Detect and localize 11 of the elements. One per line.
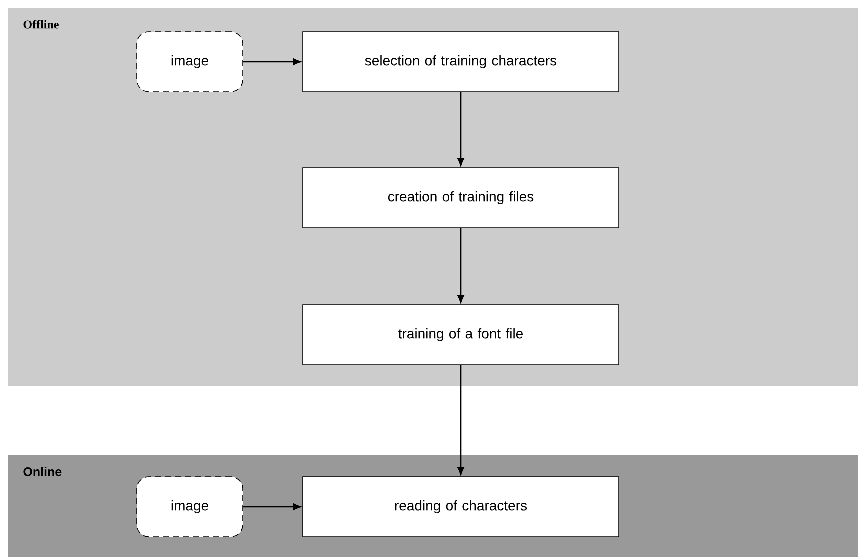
process-box: training of a font file (302, 304, 620, 366)
process-box: selection of training characters (302, 32, 620, 92)
input-box: image (136, 476, 244, 538)
arrow (243, 58, 302, 66)
input-box: image (136, 32, 244, 92)
arrow (243, 504, 302, 510)
arrow (458, 92, 464, 166)
arrow (458, 365, 464, 476)
process-box: creation of training files (302, 168, 620, 228)
process-box: reading of characters (302, 476, 620, 538)
arrow (458, 228, 464, 304)
